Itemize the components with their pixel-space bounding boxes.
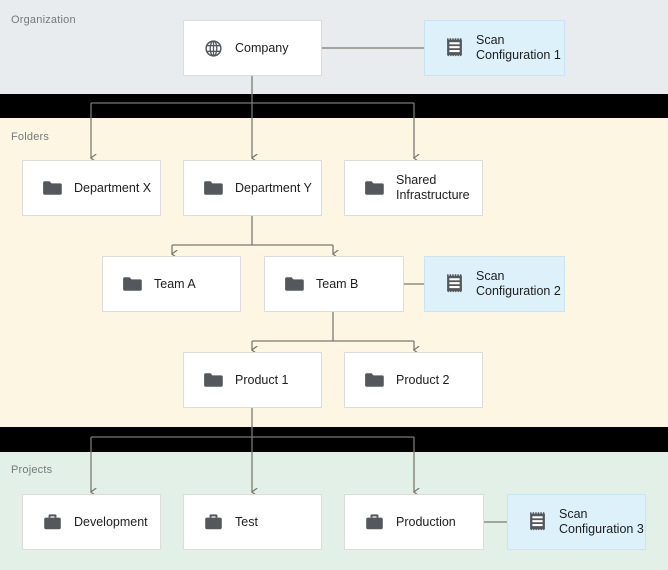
node-team-a[interactable]: Team A	[102, 256, 241, 312]
node-scan-configuration-1[interactable]: Scan Configuration 1	[424, 20, 565, 76]
organization-band	[0, 0, 668, 94]
separator-band-top	[0, 94, 668, 118]
node-product-2[interactable]: Product 2	[344, 352, 483, 408]
scan-config-icon	[443, 273, 465, 295]
node-label: Product 2	[396, 372, 450, 387]
node-department-y[interactable]: Department Y	[183, 160, 322, 216]
node-shared-infrastructure[interactable]: Shared Infrastructure	[344, 160, 483, 216]
node-label: Shared Infrastructure	[396, 173, 470, 202]
separator-band-bottom	[0, 427, 668, 452]
node-label: Development	[74, 514, 148, 529]
folder-icon	[41, 177, 63, 199]
folder-icon	[202, 369, 224, 391]
globe-icon	[202, 37, 224, 59]
band-label-folders: Folders	[11, 131, 50, 143]
folder-icon	[121, 273, 143, 295]
briefcase-icon	[41, 511, 63, 533]
node-scan-configuration-3[interactable]: Scan Configuration 3	[507, 494, 646, 550]
node-product-1[interactable]: Product 1	[183, 352, 322, 408]
node-label: Team A	[154, 276, 196, 291]
node-label: Scan Configuration 3	[559, 507, 644, 536]
node-company[interactable]: Company	[183, 20, 322, 76]
node-department-x[interactable]: Department X	[22, 160, 161, 216]
node-label: Department X	[74, 180, 152, 195]
node-scan-configuration-2[interactable]: Scan Configuration 2	[424, 256, 565, 312]
node-label: Scan Configuration 2	[476, 269, 561, 298]
band-label-projects: Projects	[11, 464, 53, 476]
node-label: Product 1	[235, 372, 289, 387]
node-label: Department Y	[235, 180, 312, 195]
band-label-organization: Organization	[11, 14, 76, 26]
node-label: Team B	[316, 276, 359, 291]
folder-icon	[363, 369, 385, 391]
folder-icon	[202, 177, 224, 199]
briefcase-icon	[202, 511, 224, 533]
node-development[interactable]: Development	[22, 494, 161, 550]
node-test[interactable]: Test	[183, 494, 322, 550]
scan-config-icon	[526, 511, 548, 533]
scan-config-icon	[443, 37, 465, 59]
node-label: Production	[396, 514, 456, 529]
node-label: Scan Configuration 1	[476, 33, 561, 62]
node-label: Test	[235, 514, 258, 529]
node-team-b[interactable]: Team B	[264, 256, 404, 312]
folder-icon	[283, 273, 305, 295]
node-production[interactable]: Production	[344, 494, 484, 550]
folder-icon	[363, 177, 385, 199]
node-label: Company	[235, 40, 289, 55]
briefcase-icon	[363, 511, 385, 533]
